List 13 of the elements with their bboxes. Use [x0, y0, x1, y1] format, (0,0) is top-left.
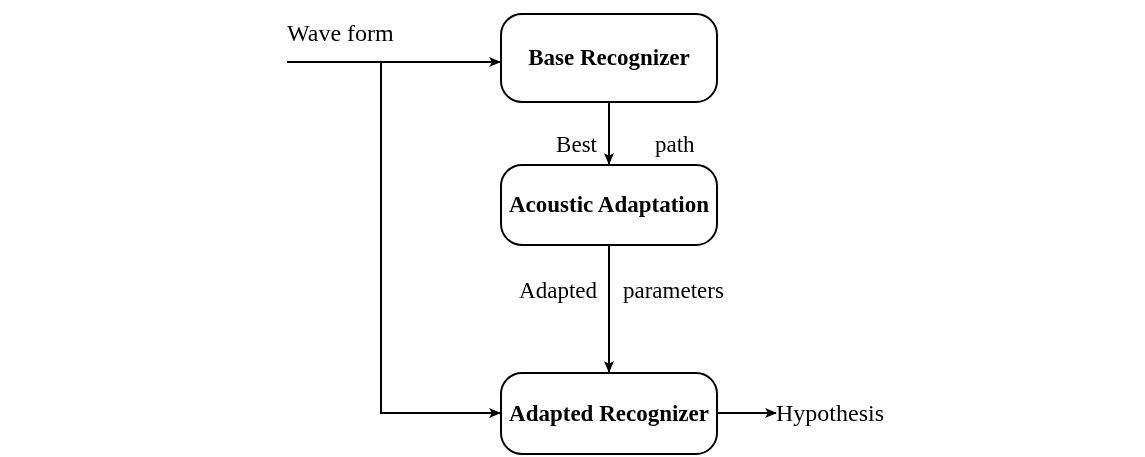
signal-label: Hypothesis	[776, 398, 906, 428]
edge-label: Adapted	[519, 278, 597, 304]
process-box: Base Recognizer	[500, 13, 718, 103]
edge-label: Best	[556, 132, 597, 158]
process-box: Acoustic Adaptation	[500, 164, 718, 246]
arrow	[604, 245, 614, 373]
process-box: Adapted Recognizer	[500, 372, 718, 455]
arrow	[286, 61, 501, 418]
edge-label: path	[655, 132, 695, 158]
arrow	[604, 102, 614, 165]
signal-label: Wave form	[287, 18, 397, 48]
arrow	[717, 408, 777, 418]
edge-label: parameters	[623, 278, 724, 304]
